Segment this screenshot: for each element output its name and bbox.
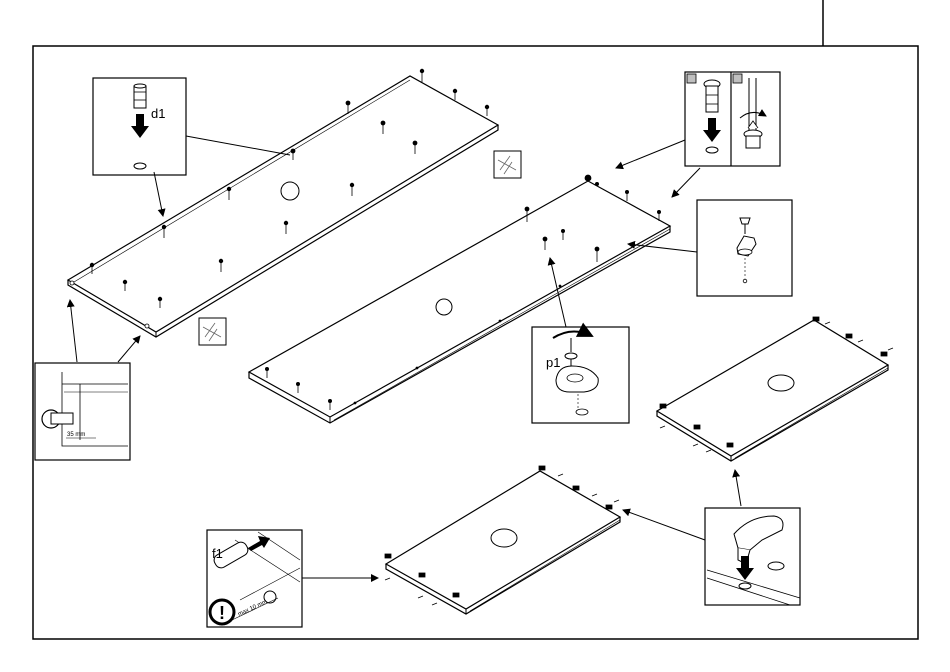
- depth-label-left: 35 mm: [67, 432, 85, 438]
- warning-mark: !: [219, 603, 225, 623]
- callout-cam-lock: [685, 72, 780, 166]
- callout-cam-fitting: p1: [532, 327, 629, 423]
- shelf-pin-label: f1: [212, 546, 223, 561]
- cable-hole: [436, 299, 452, 315]
- cable-hole: [768, 375, 794, 391]
- step-tag-1: [687, 74, 696, 83]
- callout-shelf-pin: max 10 mm ! f1: [207, 530, 302, 627]
- dowel-label: d1: [151, 106, 165, 121]
- cable-hole: [281, 182, 299, 200]
- hardware-icon-1: [494, 151, 521, 178]
- callout-bracket: [705, 508, 800, 605]
- callout-edge-connector: 35 mm: [35, 363, 130, 460]
- callout-shelf-support: [697, 200, 792, 296]
- cam-fitting-label: p1: [546, 355, 560, 370]
- panel-right-medium: [657, 317, 893, 461]
- hardware-icon-2: [199, 318, 226, 345]
- cable-hole: [491, 529, 517, 547]
- step-tag-2: [733, 74, 742, 83]
- callout-dowel: d1: [93, 78, 186, 175]
- panel-bottom-center: [385, 466, 620, 614]
